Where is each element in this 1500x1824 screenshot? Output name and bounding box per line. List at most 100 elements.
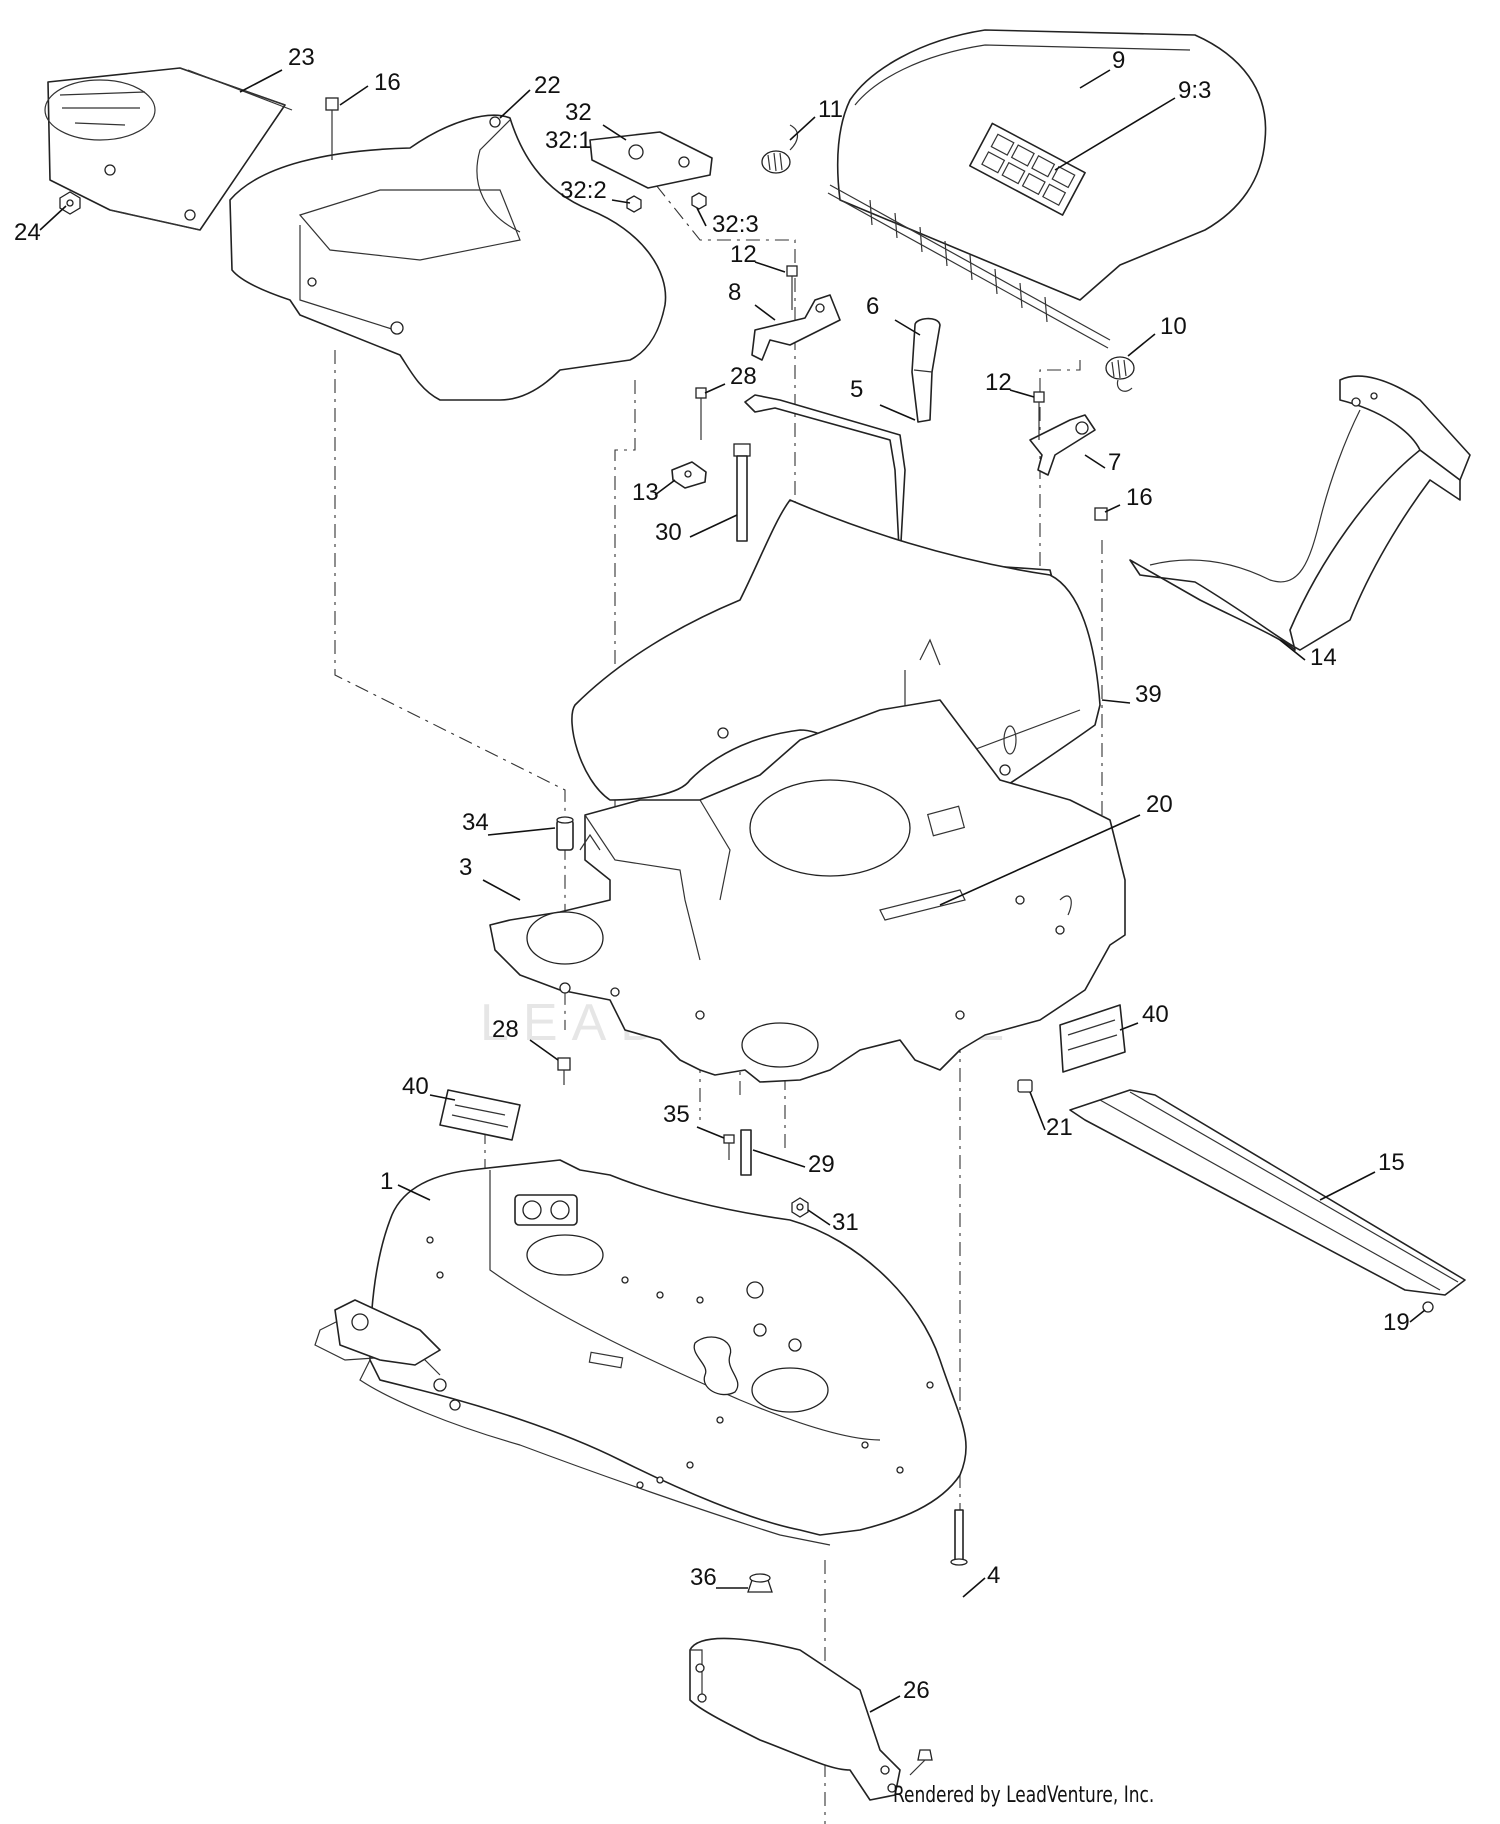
leader-line-c6 (894, 319, 921, 336)
leader-line-c32-2 (611, 199, 631, 204)
housing-part-39 (571, 499, 1101, 801)
bolt-part-16-top (325, 97, 339, 160)
leader-line-c16b (1104, 504, 1121, 513)
deck-frame-part-3 (489, 699, 1126, 1083)
bolt-part-28-lower (557, 1057, 571, 1085)
leader-line-c10 (1127, 333, 1156, 357)
callout-label-c28a: 28 (730, 363, 757, 390)
spacer-part-34 (556, 816, 574, 851)
leader-line-c24 (39, 205, 67, 231)
leader-line-c22 (499, 89, 531, 119)
deflector-plate-part-23 (44, 67, 293, 231)
screw-part-19 (1422, 1301, 1434, 1313)
callout-label-c16a: 16 (374, 69, 401, 96)
leader-line-c28b (529, 1039, 559, 1061)
render-credit: Rendered by LeadVenture, Inc. (893, 1783, 1155, 1808)
decal-part-40-left (439, 1089, 521, 1141)
leader-line-c13 (654, 479, 676, 496)
callout-label-c7: 7 (1108, 449, 1121, 476)
decal-part-40-right (1059, 1004, 1126, 1073)
bolt-part-35 (723, 1134, 735, 1160)
leader-line-c29 (752, 1149, 806, 1168)
callout-label-c30: 30 (655, 519, 682, 546)
callout-label-c32-3: 32:3 (712, 211, 759, 238)
rod-part-30 (733, 443, 751, 542)
leader-line-c30 (689, 514, 738, 538)
leader-line-c19 (1409, 1309, 1426, 1323)
mower-deck-part-1 (314, 1159, 967, 1546)
bracket-part-32 (589, 131, 713, 213)
callout-label-c39: 39 (1135, 681, 1162, 708)
callout-label-c1: 1 (380, 1168, 393, 1195)
chute-cover-part-22 (229, 114, 667, 401)
leader-line-c23 (239, 69, 283, 93)
nut-part-24 (59, 191, 81, 215)
clip-part-13 (671, 461, 707, 489)
leader-line-c16a (339, 85, 369, 106)
leader-line-c5 (879, 404, 916, 421)
leader-line-c32-3 (696, 207, 707, 227)
callout-label-c20: 20 (1146, 791, 1173, 818)
callout-label-c10: 10 (1160, 313, 1187, 340)
leader-line-c14 (1279, 639, 1306, 661)
callout-label-c40b: 40 (1142, 1001, 1169, 1028)
nut-part-36 (747, 1573, 773, 1593)
leader-line-c7 (1084, 454, 1106, 469)
leader-line-c26 (869, 1695, 901, 1713)
leader-line-c20 (939, 814, 1141, 906)
discharge-cover-part-9 (827, 29, 1267, 349)
callout-label-c15: 15 (1378, 1149, 1405, 1176)
leader-line-c31 (807, 1209, 831, 1226)
leader-line-c39 (1101, 699, 1131, 704)
leader-lines (39, 69, 1426, 1713)
callout-label-c40a: 40 (402, 1073, 429, 1100)
callout-label-c24: 24 (14, 219, 41, 246)
bracket-plate-part-26 (689, 1637, 933, 1801)
bolt-part-16-right (1094, 507, 1108, 521)
callout-label-c14: 14 (1310, 644, 1337, 671)
leader-line-c12a (754, 261, 786, 273)
callout-label-c29: 29 (808, 1151, 835, 1178)
callout-label-c9: 9 (1112, 47, 1125, 74)
callout-label-c21: 21 (1046, 1114, 1073, 1141)
callout-label-c22: 22 (534, 72, 561, 99)
callout-label-c35: 35 (663, 1101, 690, 1128)
callout-label-c5: 5 (850, 376, 863, 403)
callout-label-c28b: 28 (492, 1016, 519, 1043)
leader-line-c3 (482, 879, 521, 901)
leader-line-c8 (754, 304, 776, 321)
callout-label-c19: 19 (1383, 1309, 1410, 1336)
bracket-part-8 (751, 265, 841, 361)
leader-line-c1 (397, 1184, 431, 1201)
leader-line-c28a (704, 383, 726, 394)
spring-part-10 (1105, 356, 1135, 392)
callout-label-c11: 11 (818, 96, 843, 123)
leader-line-c32 (602, 124, 627, 141)
bumper-part-21 (1017, 1079, 1033, 1093)
callout-label-c36: 36 (690, 1564, 717, 1591)
callout-label-c12b: 12 (985, 369, 1012, 396)
callout-label-c6: 6 (866, 293, 879, 320)
callout-label-c13: 13 (632, 479, 659, 506)
callout-label-c23: 23 (288, 44, 315, 71)
callout-label-c8: 8 (728, 279, 741, 306)
callout-label-c32-1: 32:1 (545, 127, 592, 154)
spring-part-11 (761, 124, 799, 174)
callout-label-c34: 34 (462, 809, 489, 836)
bracket-part-7 (1029, 391, 1096, 476)
bolt-part-4 (950, 1509, 968, 1566)
leader-line-c9-3 (1054, 97, 1176, 171)
chute-part-14 (1129, 375, 1471, 651)
leader-line-c34 (487, 827, 556, 836)
leader-line-c12b (1009, 389, 1035, 398)
nut-part-31 (791, 1197, 809, 1218)
leader-line-c11 (789, 116, 816, 141)
callout-label-c4: 4 (987, 1562, 1000, 1589)
callout-label-c32: 32 (565, 99, 592, 126)
callout-label-c16b: 16 (1126, 484, 1153, 511)
callout-label-c9-3: 9:3 (1178, 77, 1211, 104)
callout-label-c12a: 12 (730, 241, 757, 268)
pin-part-29 (740, 1129, 752, 1176)
